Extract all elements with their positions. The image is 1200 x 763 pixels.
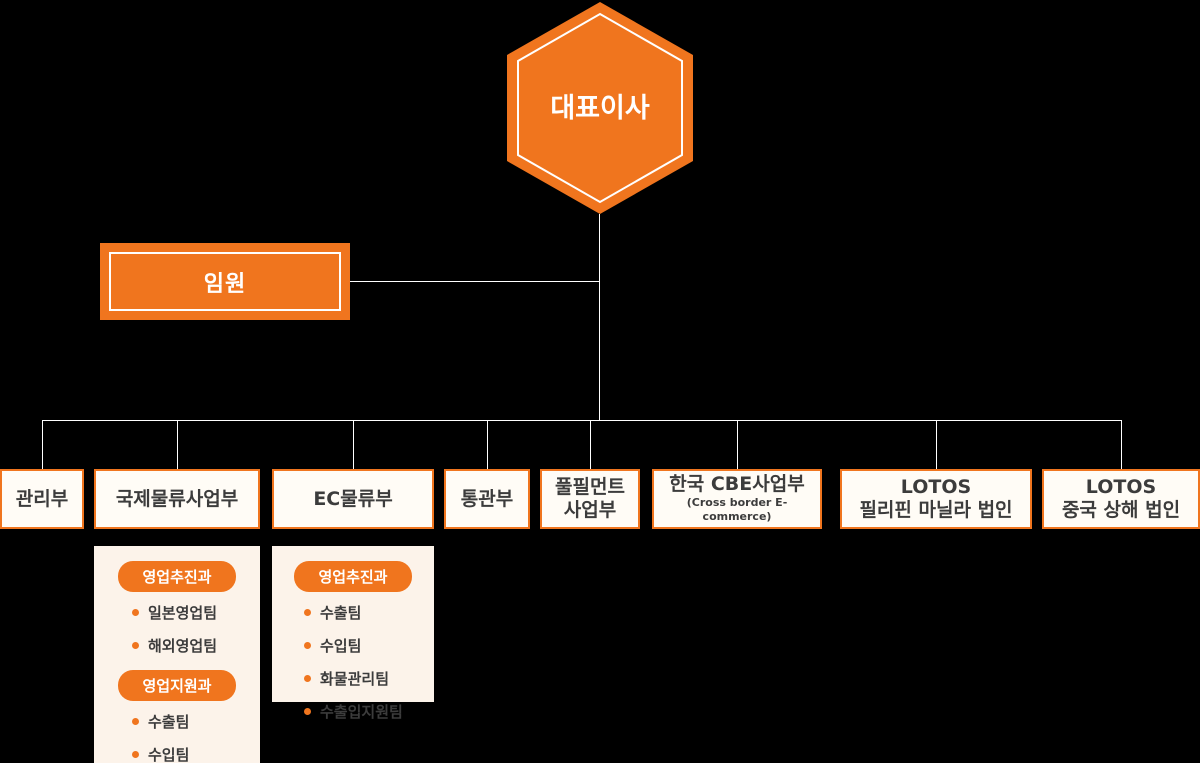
dept-box-ec-logistics: EC물류부	[272, 469, 434, 529]
dept-label: 국제물류사업부	[115, 487, 239, 510]
team-row: 일본영업팀	[132, 602, 260, 623]
section-pill-sales-promotion: 영업추진과	[118, 561, 236, 592]
connector-drop-lotos-ph	[936, 420, 937, 469]
team-label: 수입팀	[320, 637, 362, 655]
connector-drop-intl	[177, 420, 178, 469]
team-row: 수출팀	[132, 711, 260, 732]
team-row: 수입팀	[304, 635, 434, 656]
connector-drop-customs	[487, 420, 488, 469]
team-label: 수출팀	[320, 604, 362, 622]
executive-inner-border: 임원	[109, 252, 341, 311]
team-row: 해외영업팀	[132, 635, 260, 656]
team-label: 수출팀	[148, 713, 190, 731]
connector-drop-mgmt	[42, 420, 43, 469]
bullet-dot-icon	[132, 751, 139, 758]
dept-box-fulfillment: 풀필먼트 사업부	[540, 469, 640, 529]
dept-label: EC물류부	[313, 487, 393, 510]
connector-ceo-vertical	[599, 214, 600, 421]
connector-drop-cbe	[737, 420, 738, 469]
bullet-dot-icon	[132, 642, 139, 649]
connector-drop-lotos-cn	[1121, 420, 1122, 469]
dept-box-intl-logistics: 국제물류사업부	[94, 469, 260, 529]
bullet-dot-icon	[132, 718, 139, 725]
connector-drop-ec	[353, 420, 354, 469]
team-row: 수입팀	[132, 744, 260, 763]
executive-label: 임원	[203, 271, 247, 297]
dept-label-subtitle: (Cross border E-commerce)	[686, 496, 788, 524]
section-pill-sales-support: 영업지원과	[118, 670, 236, 701]
dept-box-mgmt: 관리부	[0, 469, 84, 529]
connector-drop-fulfillment	[590, 420, 591, 469]
dept-label-line2: 필리핀 마닐라 법인	[859, 499, 1013, 521]
connector-main-horizontal	[42, 420, 1122, 421]
dept-label-line2: 사업부	[563, 499, 617, 521]
hexagon-shape-icon: 대표이사	[507, 2, 693, 214]
team-label: 해외영업팀	[148, 637, 218, 655]
ceo-label: 대표이사	[550, 93, 650, 124]
intl-logistics-panel: 영업추진과 일본영업팀 해외영업팀 영업지원과 수출팀 수입팀 운송팀	[94, 546, 260, 763]
dept-label-line1: LOTOS	[1085, 476, 1157, 499]
team-label: 수입팀	[148, 746, 190, 763]
team-label: 수출입지원팀	[320, 703, 403, 721]
team-row: 수출팀	[304, 602, 434, 623]
dept-box-customs: 통관부	[444, 469, 530, 529]
dept-box-lotos-philippines: LOTOS 필리핀 마닐라 법인	[840, 469, 1032, 529]
dept-label-line2: 중국 상해 법인	[1061, 499, 1181, 521]
section-pill-sales-promotion: 영업추진과	[294, 561, 412, 592]
team-label: 화물관리팀	[320, 670, 390, 688]
dept-box-lotos-shanghai: LOTOS 중국 상해 법인	[1042, 469, 1200, 529]
ec-logistics-panel: 영업추진과 수출팀 수입팀 화물관리팀 수출입지원팀	[272, 546, 434, 721]
connector-exec-horizontal	[349, 281, 600, 282]
dept-label: 통관부	[460, 487, 514, 510]
dept-label-line1: LOTOS	[900, 476, 972, 499]
dept-box-korea-cbe: 한국 CBE사업부 (Cross border E-commerce)	[652, 469, 822, 529]
bullet-dot-icon	[304, 708, 311, 715]
bullet-dot-icon	[304, 642, 311, 649]
team-row: 화물관리팀	[304, 668, 434, 689]
dept-label: 관리부	[15, 487, 69, 510]
ceo-hexagon: 대표이사	[505, 0, 695, 216]
team-row: 수출입지원팀	[304, 701, 434, 722]
dept-label-line1: 한국 CBE사업부	[669, 473, 805, 496]
executive-box: 임원	[100, 243, 350, 320]
bullet-dot-icon	[304, 609, 311, 616]
dept-label-line1: 풀필먼트	[555, 476, 625, 499]
team-label: 일본영업팀	[148, 604, 218, 622]
bullet-dot-icon	[304, 675, 311, 682]
bullet-dot-icon	[132, 609, 139, 616]
